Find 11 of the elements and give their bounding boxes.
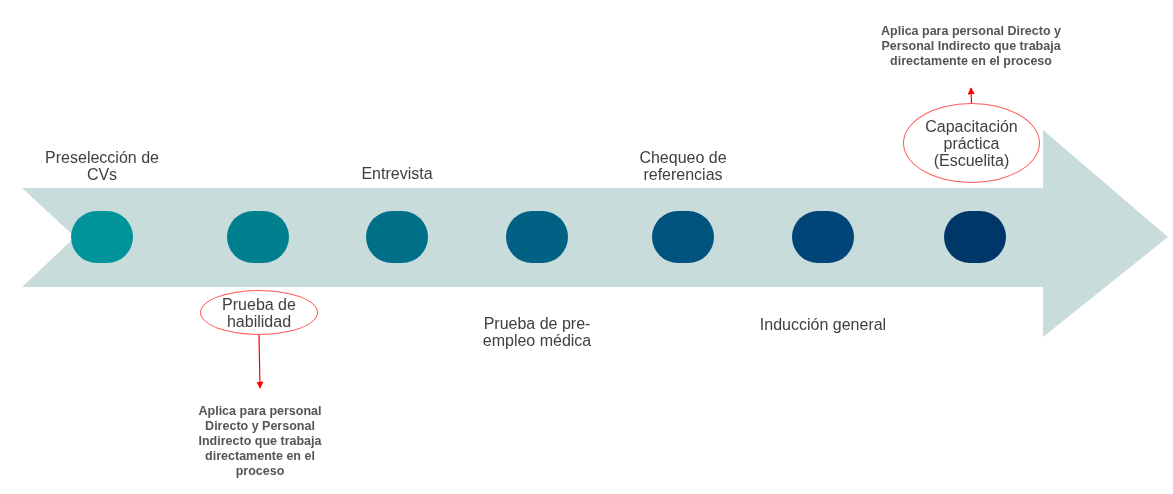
step-label: Prueba de habilidad xyxy=(221,295,297,330)
step-label: Chequeo de referencias xyxy=(638,149,728,183)
note-text: Aplica para personal Directo y Personal Indirecto que trabaja directamente en el proceso xyxy=(880,23,1062,69)
arrow xyxy=(256,334,264,389)
note-text: Aplica para personal Directo y Personal Indirecto que trabaja directamente en el proceso xyxy=(197,403,323,479)
step-label: Capacitación práctica (Escuelita) xyxy=(924,117,1019,169)
step-label: Entrevista xyxy=(361,165,433,182)
arrow xyxy=(967,87,975,104)
step-label: Inducción general xyxy=(759,316,887,333)
step-label: Prueba de pre-empleo médica xyxy=(481,315,593,349)
step-label: Preselección de CVs xyxy=(44,149,160,183)
